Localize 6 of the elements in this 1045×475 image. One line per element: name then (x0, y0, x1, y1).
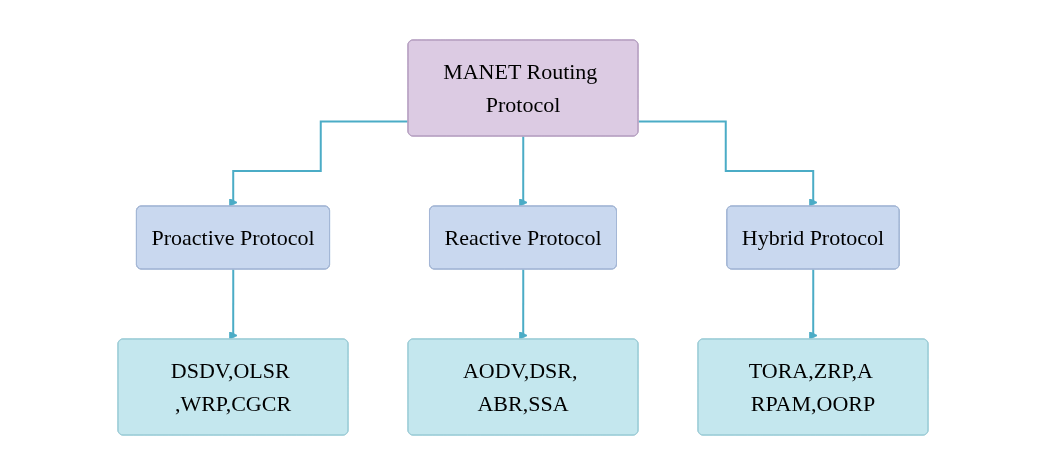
arrow (637, 120, 818, 207)
arrow (808, 268, 818, 340)
arrow (228, 268, 238, 340)
arrow (228, 120, 409, 207)
arrow (518, 135, 528, 207)
arrow (518, 268, 528, 340)
